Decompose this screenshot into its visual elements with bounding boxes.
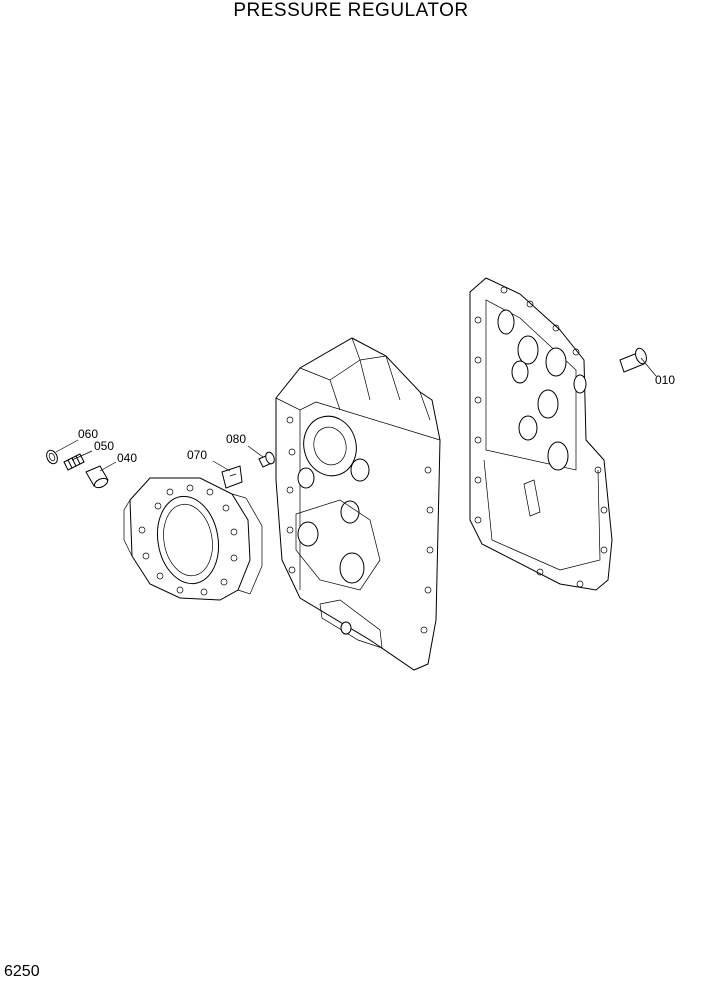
label-010: 010 xyxy=(655,373,675,387)
label-050: 050 xyxy=(94,439,114,453)
part-070-plate[interactable] xyxy=(221,465,243,489)
part-010-bolt[interactable] xyxy=(619,347,648,373)
pump-housing[interactable] xyxy=(123,477,263,601)
transmission-housing[interactable] xyxy=(275,337,441,671)
part-060-o-ring[interactable] xyxy=(45,449,60,466)
part-040-piston[interactable] xyxy=(85,465,109,490)
page-title: PRESSURE REGULATOR xyxy=(233,0,469,21)
label-060: 060 xyxy=(78,427,98,441)
label-070: 070 xyxy=(187,448,207,462)
callout-labels: 060 050 040 070 080 010 xyxy=(78,373,675,465)
rear-cover[interactable] xyxy=(469,277,613,591)
leader-lines xyxy=(55,357,657,472)
label-080: 080 xyxy=(226,432,246,446)
part-050-spring[interactable] xyxy=(63,453,85,471)
page-number: 6250 xyxy=(4,963,40,980)
label-040: 040 xyxy=(117,451,137,465)
part-080-plug[interactable] xyxy=(258,451,276,468)
